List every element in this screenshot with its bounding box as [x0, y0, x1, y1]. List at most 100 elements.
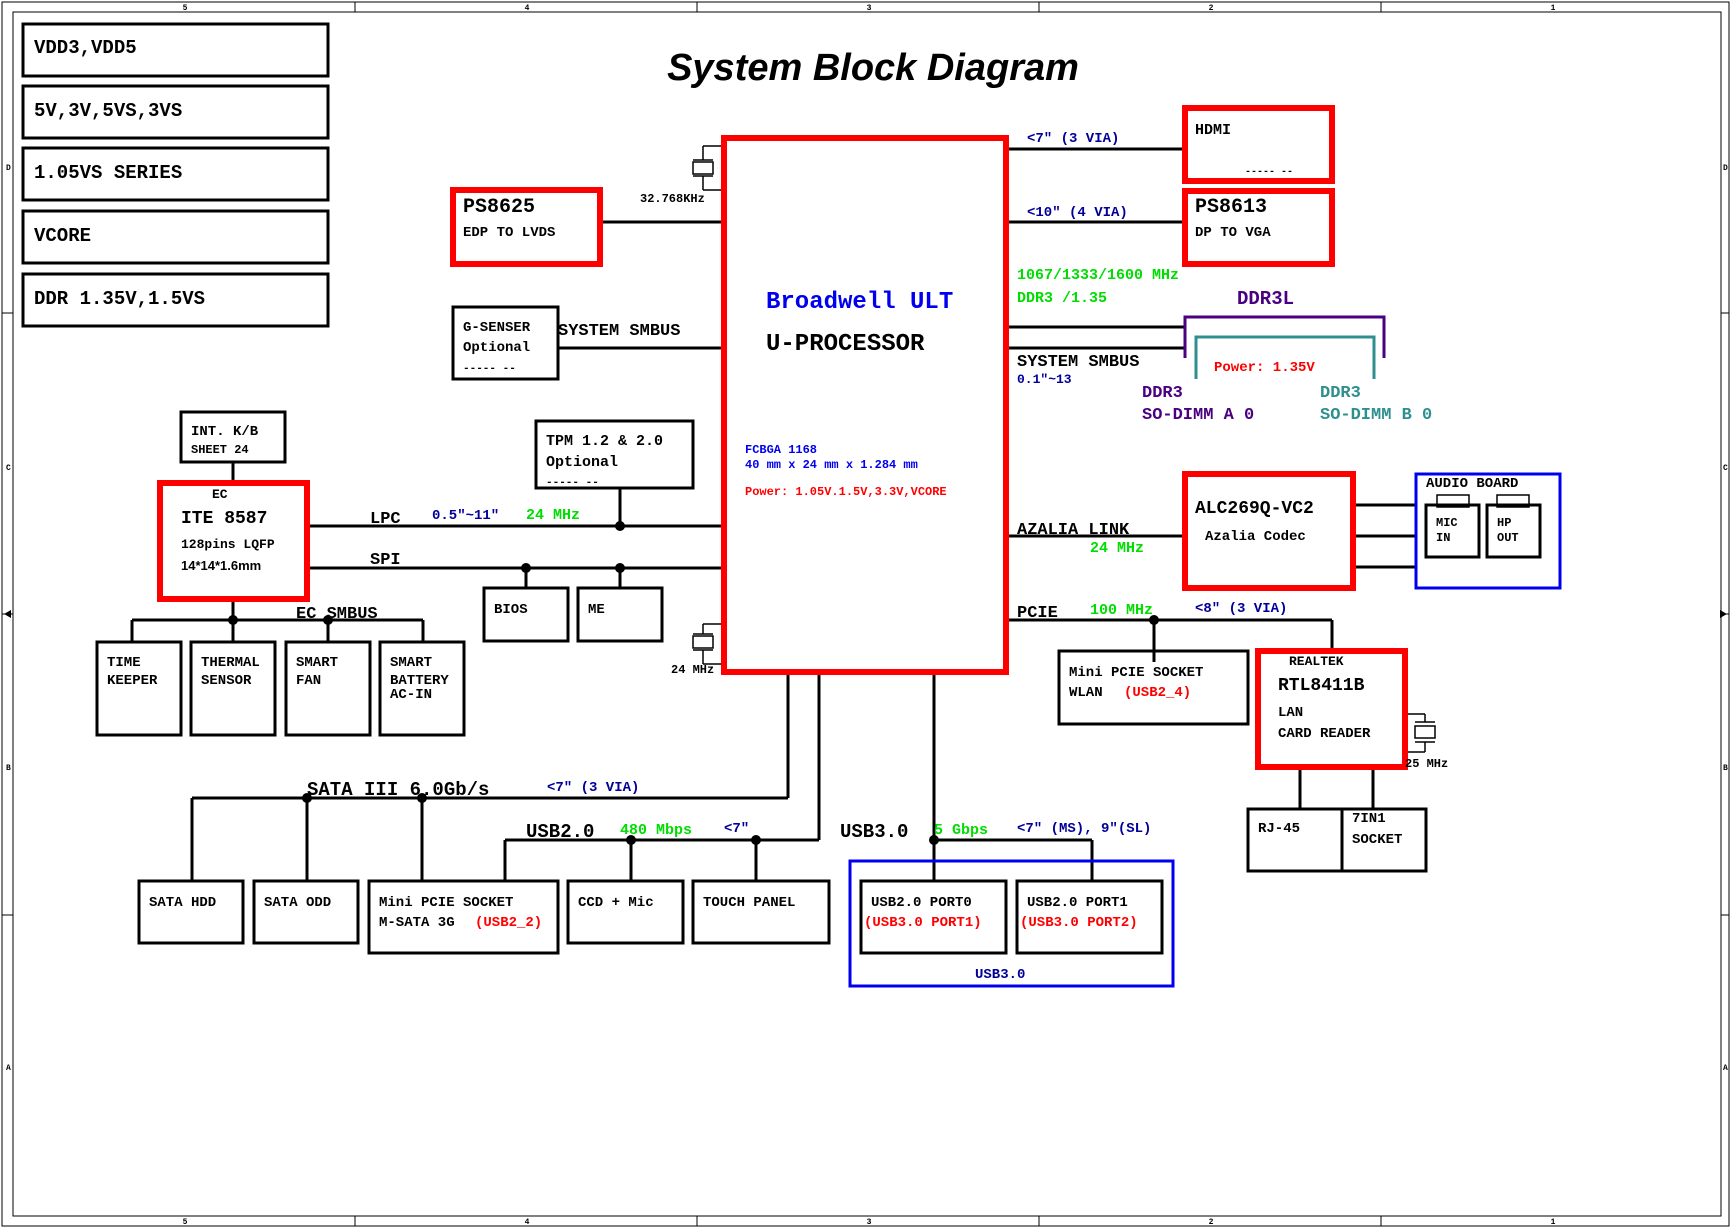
gsensor-block: G-SENSER Optional ----- --: [451, 305, 560, 381]
audio-board-title: AUDIO BOARD: [1426, 476, 1518, 492]
cpu-name: Broadwell ULT: [766, 289, 953, 316]
system-smbus-left-label: SYSTEM SMBUS: [558, 322, 680, 341]
smart-battery-line2: BATTERY: [390, 673, 449, 689]
dimm-b-name: SO-DIMM B 0: [1320, 406, 1432, 425]
lan-line1: LAN: [1278, 705, 1303, 721]
usb-port0-line2: (USB3.0 PORT1): [864, 915, 982, 931]
border-row-a-left: A: [6, 1064, 11, 1073]
tpm-note: ----- --: [546, 477, 599, 489]
gsensor-label: G-SENSER: [463, 320, 531, 336]
touch-panel-block: TOUCH PANEL: [691, 879, 831, 945]
msata-block: Mini PCIE SOCKET M-SATA 3G (USB2_2): [367, 879, 560, 955]
thermal-sensor-block: THERMAL SENSOR: [189, 640, 277, 737]
usb-port1-line2: (USB3.0 PORT2): [1020, 915, 1138, 931]
border-row-b-left: B: [6, 764, 11, 773]
usb-port1-line1: USB2.0 PORT1: [1027, 895, 1128, 911]
cpu-rtc-crystal-freq: 32.768KHz: [640, 192, 705, 206]
keyboard-block: INT. K/B SHEET 24: [179, 410, 287, 464]
me-block: ME: [576, 586, 664, 643]
cpu-size: 40 mm x 24 mm x 1.284 mm: [745, 458, 918, 472]
hp-line1: HP: [1497, 516, 1511, 530]
power-rail-ddr: DDR 1.35V,1.5VS: [34, 288, 205, 310]
border-row-a-right: A: [1723, 1064, 1728, 1073]
ps8613-block: PS8613 DP TO VGA: [1182, 188, 1335, 267]
mic-line2: IN: [1436, 531, 1450, 545]
thermal-sensor-line2: SENSOR: [201, 673, 252, 689]
tpm-optional: Optional: [546, 454, 618, 471]
gsensor-optional: Optional: [463, 340, 530, 356]
ps8625-name: PS8625: [463, 196, 535, 219]
usb2-length: <7": [724, 821, 749, 837]
lan-vendor: REALTEK: [1289, 654, 1344, 669]
rj45-block: RJ-45: [1246, 807, 1344, 873]
sata-length: <7" (3 VIA): [547, 780, 639, 796]
hdmi-name: HDMI: [1195, 122, 1231, 139]
cpu-package: FCBGA 1168: [745, 443, 817, 457]
msata-usb: (USB2_2): [475, 915, 542, 931]
mic-line1: MIC: [1436, 516, 1458, 530]
border-col-3-bottom: 3: [867, 1218, 872, 1227]
keyboard-label: INT. K/B: [191, 424, 259, 440]
hdmi-note: ----- --: [1245, 167, 1293, 178]
bus-junctions: [228, 521, 1159, 845]
dimm-a-type: DDR3: [1142, 384, 1183, 403]
lpc-freq: 24 MHz: [526, 507, 580, 524]
lan-name: RTL8411B: [1278, 676, 1365, 696]
usb2-label: USB2.0: [526, 821, 594, 843]
mic-jack: MIC IN: [1424, 494, 1481, 559]
card-socket-block: 7IN1 SOCKET: [1340, 807, 1428, 873]
smart-fan-line2: FAN: [296, 673, 321, 689]
hp-jack: HP OUT: [1485, 494, 1542, 559]
lpc-label: LPC: [370, 510, 401, 529]
codec-desc: Azalia Codec: [1205, 529, 1306, 545]
pcie-freq: 100 MHz: [1090, 602, 1153, 619]
rj45-label: RJ-45: [1258, 821, 1300, 837]
smart-fan-line1: SMART: [296, 655, 338, 671]
ps8625-desc: EDP TO LVDS: [463, 225, 555, 241]
power-rail-vcore: VCORE: [34, 225, 91, 247]
border-col-5-top: 5: [183, 4, 188, 13]
tpm-block: TPM 1.2 & 2.0 Optional ----- --: [534, 419, 695, 490]
cpu-power: Power: 1.05V.1.5V,3.3V,VCORE: [745, 485, 947, 499]
ps8613-name: PS8613: [1195, 196, 1267, 219]
usb-port0-block: USB2.0 PORT0 (USB3.0 PORT1): [859, 879, 1008, 955]
hdmi-block: HDMI ----- --: [1182, 105, 1335, 184]
audio-board: AUDIO BOARD MIC IN HP OUT: [1414, 472, 1562, 590]
border-row-b-right: B: [1723, 764, 1728, 773]
ps8625-block: PS8625 EDP TO LVDS: [450, 187, 603, 267]
ec-label: EC: [212, 487, 228, 502]
usb3-group-label: USB3.0: [975, 967, 1025, 983]
power-rail-105vs: 1.05VS SERIES: [34, 162, 182, 184]
codec-block: ALC269Q-VC2 Azalia Codec: [1182, 471, 1356, 591]
ddr-type: DDR3 /1.35: [1017, 290, 1107, 307]
sata-odd-block: SATA ODD: [252, 879, 360, 945]
border-col-1-bottom: 1: [1551, 1218, 1556, 1227]
sata-label: SATA III 6.0Gb/s: [307, 779, 489, 801]
cpu-subtitle: U-PROCESSOR: [766, 331, 925, 358]
lan-line2: CARD READER: [1278, 726, 1371, 742]
crystal-icon: [692, 145, 724, 191]
codec-name: ALC269Q-VC2: [1195, 499, 1314, 519]
ddr3l-label: DDR3L: [1237, 288, 1294, 310]
smart-battery-line3: AC-IN: [390, 687, 432, 703]
cpu-block: Broadwell ULT U-PROCESSOR FCBGA 1168 40 …: [721, 135, 1009, 675]
spi-label: SPI: [370, 551, 401, 570]
crystal-icon: [1405, 713, 1436, 753]
smart-fan-block: SMART FAN: [284, 640, 372, 737]
me-label: ME: [588, 602, 605, 618]
right-arrow-mark: [1720, 610, 1727, 618]
time-keeper-block: TIME KEEPER: [95, 640, 183, 737]
power-rail-5v3v: 5V,3V,5VS,3VS: [34, 100, 182, 122]
hdmi-length: <7" (3 VIA): [1027, 131, 1119, 147]
msata-line2: M-SATA 3G: [379, 915, 455, 931]
ddr-smbus-label: SYSTEM SMBUS: [1017, 353, 1139, 372]
left-arrow-mark: [4, 610, 11, 618]
ec-size: 14*14*1.6mm: [181, 558, 261, 573]
wlan-usb: (USB2_4): [1124, 685, 1191, 701]
bios-block: BIOS: [482, 586, 570, 643]
border-col-2-bottom: 2: [1209, 1218, 1214, 1227]
border-row-c-left: C: [6, 464, 11, 473]
ec-name: ITE 8587: [181, 509, 267, 529]
